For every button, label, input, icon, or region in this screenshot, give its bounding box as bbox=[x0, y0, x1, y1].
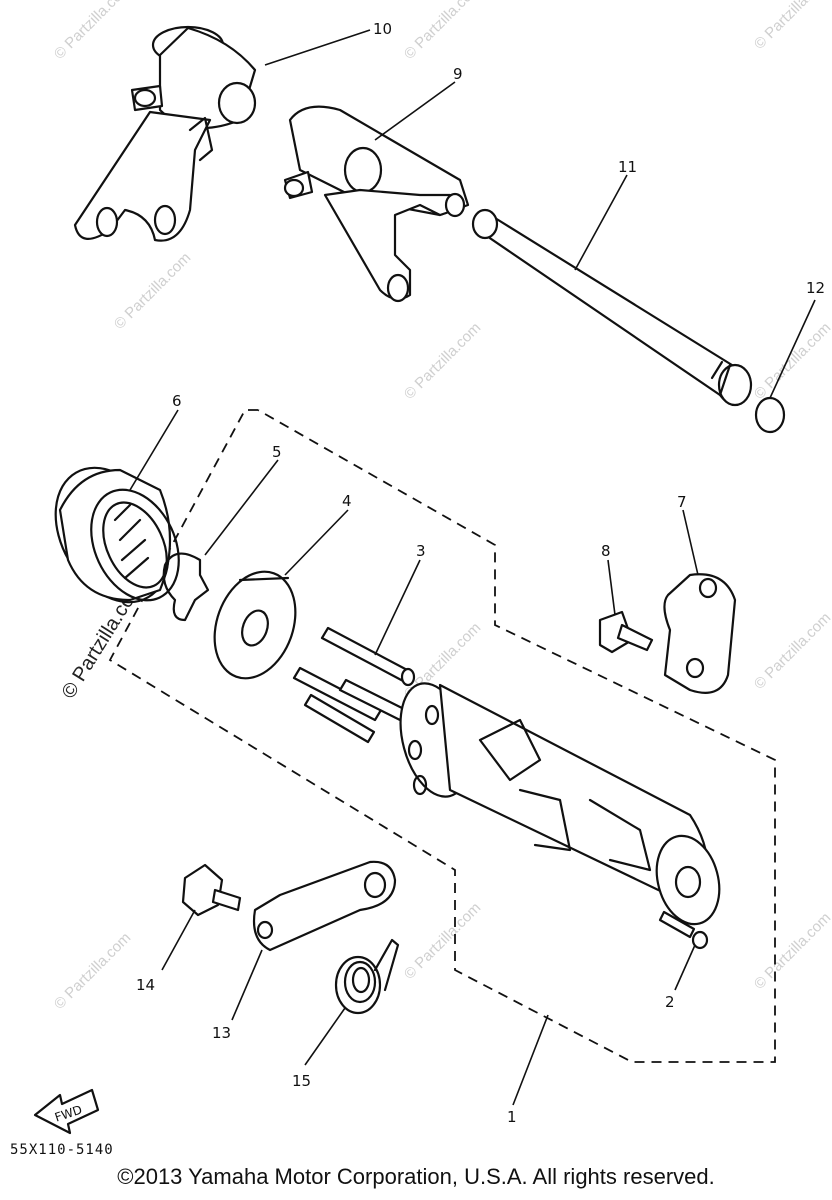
bearing-6[interactable] bbox=[33, 448, 196, 623]
plate-7[interactable] bbox=[663, 573, 737, 694]
watermark: © Partzilla.com bbox=[51, 0, 134, 63]
watermark: © Partzilla.com bbox=[751, 909, 832, 992]
callout-15: 15 bbox=[292, 1072, 311, 1090]
shift-fork-10[interactable] bbox=[73, 25, 257, 242]
copyright-notice: ©2013 Yamaha Motor Corporation, U.S.A. A… bbox=[117, 1164, 715, 1189]
callout-11: 11 bbox=[618, 158, 637, 176]
watermark: © Partzilla.com bbox=[51, 929, 134, 1012]
callout-10: 10 bbox=[373, 20, 392, 38]
shift-fork-9[interactable] bbox=[283, 105, 470, 303]
watermark: © Partzilla.com bbox=[401, 899, 484, 982]
callout-13: 13 bbox=[212, 1024, 231, 1042]
callout-7: 7 bbox=[677, 493, 687, 511]
callout-9: 9 bbox=[453, 65, 463, 83]
leader-lines bbox=[129, 29, 816, 1106]
watermark: © Partzilla.com bbox=[751, 0, 832, 53]
washer-4[interactable] bbox=[200, 560, 309, 689]
watermark: © Partzilla.com bbox=[401, 319, 484, 402]
pins-3[interactable] bbox=[292, 626, 416, 744]
diagram-code: 55X110-5140 bbox=[10, 1142, 114, 1158]
bolt-14[interactable] bbox=[181, 863, 242, 917]
callout-1: 1 bbox=[507, 1108, 517, 1126]
callout-2: 2 bbox=[665, 993, 675, 1011]
watermark: © Partzilla.com bbox=[401, 0, 484, 63]
watermark: © Partzilla.com bbox=[751, 319, 832, 402]
shift-shaft-11[interactable] bbox=[471, 208, 753, 407]
lever-13[interactable] bbox=[252, 860, 397, 952]
callout-8: 8 bbox=[601, 542, 611, 560]
fwd-arrow: FWD bbox=[33, 1088, 100, 1135]
pin-2[interactable] bbox=[658, 910, 709, 950]
spring-15[interactable] bbox=[334, 938, 400, 1015]
watermark: © Partzilla.com bbox=[111, 249, 194, 332]
callout-5: 5 bbox=[272, 443, 282, 461]
watermark: © Partzilla.com bbox=[751, 609, 832, 692]
bolt-8[interactable] bbox=[598, 610, 654, 654]
callout-14: 14 bbox=[136, 976, 155, 994]
callouts: 1 2 3 4 5 6 7 8 9 10 11 12 13 14 15 bbox=[136, 20, 825, 1126]
circlip-12[interactable] bbox=[754, 396, 786, 434]
e-clip-5[interactable] bbox=[162, 552, 210, 622]
shift-drum-1[interactable] bbox=[389, 676, 729, 932]
callout-4: 4 bbox=[342, 492, 352, 510]
callout-3: 3 bbox=[416, 542, 426, 560]
callout-12: 12 bbox=[806, 279, 825, 297]
callout-6: 6 bbox=[172, 392, 182, 410]
